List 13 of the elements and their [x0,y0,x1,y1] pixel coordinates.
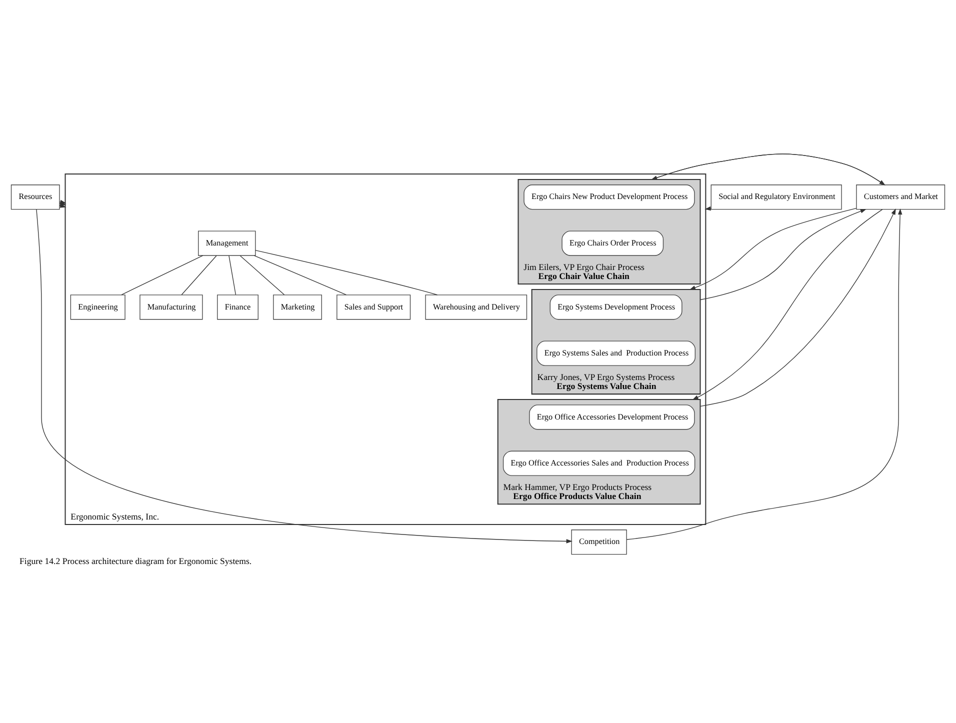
arrow [626,208,902,540]
connector [240,255,285,296]
connector [254,255,347,296]
arrow [59,200,66,204]
arrow [36,209,572,544]
arrow [700,209,866,300]
connector [181,255,217,296]
arrow [689,208,857,290]
connector [121,255,204,296]
arrow [704,206,712,211]
connector [228,255,236,296]
connector [255,250,438,296]
caption: Figure 14.2 Process architecture diagram for Ergonomic Systems. [19,556,252,566]
